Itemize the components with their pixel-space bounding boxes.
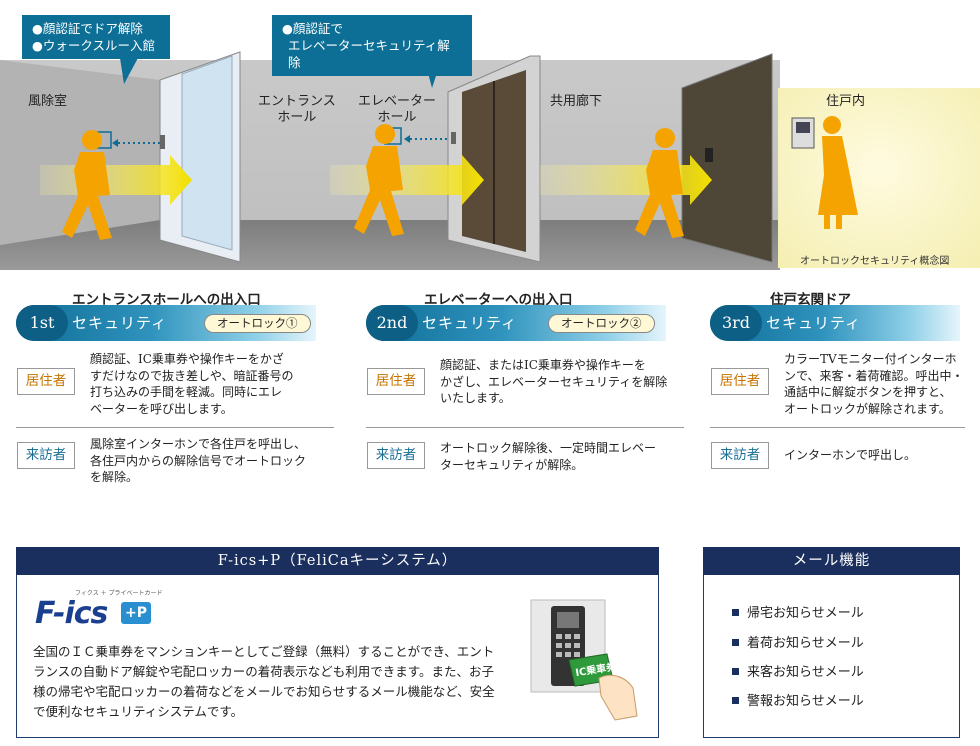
desc-line: オートロック解除後、一定時間エレベー — [440, 441, 657, 455]
fics-logo-badge: +P — [121, 602, 151, 624]
bullet-square-icon — [732, 697, 739, 704]
room-label-entrance-hall: エントランス ホール — [258, 94, 336, 126]
desc-line: 様の帰宅や宅配ロッカーの着荷などをメールでお知らせするメール機能など、安全 — [33, 684, 495, 699]
desc-line: ターセキュリティが解除。 — [440, 457, 584, 472]
resident-label: 居住者 — [711, 368, 769, 395]
desc-line: 全国のＩＣ乗車券をマンションキーとしてご登録（無料）することができ、エント — [33, 644, 495, 659]
face-recognition-callout-entrance: ●顔認証でドア解除 ●ウォークスルー入館 — [22, 15, 170, 59]
visitor-label: 来訪者 — [367, 442, 425, 469]
room-label-line: エレベーター — [358, 94, 437, 109]
callout-pointer — [424, 58, 442, 88]
visitor-description: インターホンで呼出し。 — [784, 447, 969, 464]
desc-line: を解除。 — [90, 470, 139, 484]
security-banner: 3rd セキュリティ — [710, 305, 960, 341]
fics-panel-heading: F-ics+P（FeliCaキーシステム） — [16, 547, 659, 575]
visitor-label: 来訪者 — [17, 442, 75, 469]
desc-line: ランスの自動ドア解錠や宅配ロッカーの着荷表示なども利用できます。また、お子 — [33, 664, 495, 679]
card-reader-graphic — [530, 599, 638, 721]
mail-item-label: 警報お知らせメール — [747, 694, 864, 709]
room-label-line: ホール — [377, 110, 417, 125]
desc-line: 打ち込みの手間を軽減。同時にエレ — [90, 385, 283, 399]
mail-item-alarm: 警報お知らせメール — [732, 690, 864, 709]
desc-line: ンで、来客・着荷確認。呼出中・ — [784, 368, 964, 383]
desc-line: 顔認証、IC乗車券や操作キーをかざ — [90, 352, 284, 366]
illustration-caption: オートロックセキュリティ概念図 — [800, 256, 950, 267]
room-label-line: ホール — [277, 110, 317, 125]
mail-item-label: 来客お知らせメール — [747, 665, 864, 680]
security-title: エントランスホールへの出入口 — [72, 292, 261, 308]
bullet-square-icon — [732, 639, 739, 646]
callout-line: エレベーターセキュリティ解除 — [288, 38, 450, 70]
desc-line: ベーターを呼び出します。 — [90, 401, 233, 416]
bullet-square-icon — [732, 609, 739, 616]
resident-description: カラーTVモニター付インターホ ンで、来客・着荷確認。呼出中・ 通話中に解錠ボタ… — [784, 351, 969, 417]
callout-line: ●ウォークスルー入館 — [32, 38, 156, 53]
visitor-label: 来訪者 — [711, 442, 769, 469]
callout-line: ●顔認証で — [282, 21, 343, 36]
resident-label: 居住者 — [17, 368, 75, 395]
desc-line: インターホンで呼出し。 — [784, 448, 917, 462]
bullet-square-icon — [732, 668, 739, 675]
security-level-number: 1st — [16, 305, 68, 341]
callout-line: ●顔認証でドア解除 — [32, 21, 143, 36]
mail-item-visitor: 来客お知らせメール — [732, 661, 864, 680]
building-cross-section — [0, 51, 980, 270]
resident-label: 居住者 — [367, 368, 425, 395]
mail-item-homecoming: 帰宅お知らせメール — [732, 602, 864, 621]
face-recognition-callout-elevator: ●顔認証で エレベーターセキュリティ解除 — [272, 15, 472, 76]
desc-line: すだけなので抜き差しや、暗証番号の — [90, 368, 294, 383]
mail-panel-heading: メール機能 — [703, 547, 960, 575]
security-level-number: 3rd — [710, 305, 762, 341]
autolock-badge: オートロック① — [204, 314, 311, 333]
security-concept-illustration: ●顔認証でドア解除 ●ウォークスルー入館 ●顔認証で エレベーターセキュリティ解… — [0, 0, 980, 275]
visitor-description: オートロック解除後、一定時間エレベー ターセキュリティが解除。 — [440, 440, 685, 473]
desc-line: で便利なセキュリティシステムです。 — [33, 704, 244, 719]
security-banner-label: セキュリティ — [766, 314, 862, 332]
security-banner: 1st セキュリティ オートロック① — [16, 305, 316, 341]
desc-line: かざし、エレベーターセキュリティを解除 — [440, 374, 668, 389]
desc-line: 風除室インターホンで各住戸を呼出し、 — [90, 437, 307, 451]
mail-function-panel: メール機能 帰宅お知らせメール 着荷お知らせメール 来客お知らせメール 警報お知… — [703, 547, 960, 738]
mail-item-label: 着荷お知らせメール — [747, 636, 864, 651]
card-reader-illustration: IC乗車券 — [529, 598, 639, 723]
desc-line: 通話中に解錠ボタンを押すと、 — [784, 385, 952, 399]
mail-item-label: 帰宅お知らせメール — [747, 606, 864, 621]
desc-line: 各住戸内からの解除信号でオートロック — [90, 453, 307, 468]
room-label-line: エントランス — [258, 94, 336, 109]
callout-pointer — [120, 58, 138, 84]
resident-description: 顔認証、またはIC乗車券や操作キーを かざし、エレベーターセキュリティを解除 い… — [440, 357, 680, 407]
desc-line: カラーTVモニター付インターホ — [784, 352, 957, 366]
room-label-unit: 住戸内 — [826, 94, 866, 109]
resident-description: 顔認証、IC乗車券や操作キーをかざ すだけなので抜き差しや、暗証番号の 打ち込み… — [90, 351, 330, 417]
room-label-windscreen: 風除室 — [28, 94, 68, 109]
column-divider — [366, 427, 684, 428]
column-divider — [16, 427, 334, 428]
desc-line: いたします。 — [440, 391, 511, 405]
autolock-badge: オートロック② — [548, 314, 655, 333]
desc-line: 顔認証、またはIC乗車券や操作キーを — [440, 358, 646, 372]
fics-description: 全国のＩＣ乗車券をマンションキーとしてご登録（無料）することができ、エント ラン… — [33, 642, 523, 722]
mail-item-delivery: 着荷お知らせメール — [732, 632, 864, 651]
security-level-number: 2nd — [366, 305, 418, 341]
room-label-elevator-hall: エレベーター ホール — [358, 94, 436, 126]
security-banner-label: セキュリティ — [422, 314, 518, 332]
desc-line: オートロックが解除されます。 — [784, 401, 951, 416]
fics-logo-wordmark: F-ics — [35, 596, 108, 631]
security-title: 住戸玄関ドア — [770, 292, 851, 308]
security-banner-label: セキュリティ — [72, 314, 168, 332]
room-label-corridor: 共用廊下 — [550, 94, 603, 109]
security-banner: 2nd セキュリティ オートロック② — [366, 305, 666, 341]
column-divider — [710, 427, 965, 428]
security-title: エレベーターへの出入口 — [424, 292, 573, 308]
fics-logo: フィクス ＋ プライベートカード F-ics +P — [35, 588, 163, 638]
visitor-description: 風除室インターホンで各住戸を呼出し、 各住戸内からの解除信号でオートロック を解… — [90, 436, 335, 486]
fics-logo-small-text: フィクス ＋ プライベートカード — [75, 590, 163, 597]
fics-key-system-panel: F-ics+P（FeliCaキーシステム） フィクス ＋ プライベートカード F… — [16, 547, 659, 738]
